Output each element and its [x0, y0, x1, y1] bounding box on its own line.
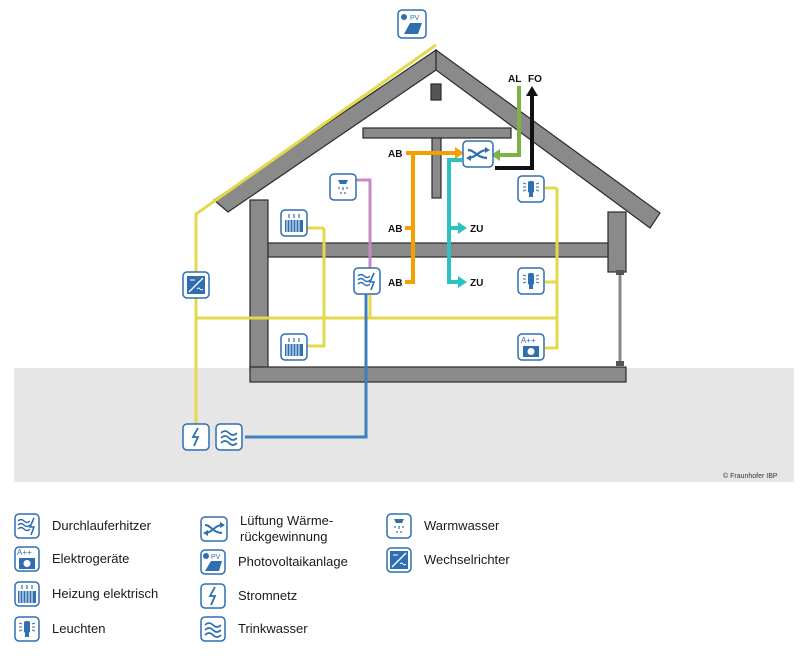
wechselrichter-icon: [386, 547, 412, 573]
house-structure: [213, 48, 661, 383]
leuchten-icon-lower: [517, 267, 545, 295]
durchlauferhitzer-icon: [14, 513, 40, 539]
legend-label: Stromnetz: [238, 588, 298, 603]
exhaust-arrow: [455, 147, 464, 159]
lueftung-icon: [462, 140, 494, 168]
heizung-icon-lower: [280, 333, 308, 361]
leuchten-icon-upper: [517, 175, 545, 203]
pv-text: PV: [211, 554, 221, 561]
outdoor-air-arrow: [491, 149, 500, 161]
supply-arrow-lower: [458, 276, 467, 288]
legend-label: Elektrogeräte: [52, 551, 130, 566]
legend-item-heizung: Heizung elektrisch: [14, 580, 158, 608]
legend-item-trinkwasser: Trinkwasser: [200, 615, 308, 643]
legend-item-leuchten: Leuchten: [14, 615, 106, 643]
stromnetz-icon: [200, 583, 226, 609]
label-zu-lower: ZU: [470, 278, 483, 289]
outgoing-air-line: [495, 96, 534, 170]
elektrogeraete-icon: A++: [14, 546, 40, 572]
photovoltaik-icon: PV: [397, 9, 427, 39]
label-ab-lower: AB: [388, 278, 402, 289]
exhaust-air-lines: [405, 151, 455, 284]
stromnetz-icon: [182, 423, 210, 451]
label-ab-attic: AB: [388, 149, 402, 160]
durchlauferhitzer-icon: [353, 267, 381, 295]
legend-item-durchlauferhitzer: Durchlauferhitzer: [14, 512, 151, 540]
elektrogeraete-icon: A++: [517, 333, 545, 361]
heizung-icon-upper: [280, 209, 308, 237]
legend-item-warmwasser: Warmwasser: [386, 512, 499, 540]
legend-item-stromnetz: Stromnetz: [200, 582, 297, 610]
legend-item-elektrogeraete: A++ Elektrogeräte: [14, 545, 129, 573]
legend-label: Leuchten: [52, 621, 106, 636]
house-energy-diagram: © Fraunhofer IBP: [14, 9, 794, 482]
legend: Durchlauferhitzer A++ Elektrogeräte Heiz…: [0, 500, 800, 656]
hot-water-line: [356, 178, 372, 268]
legend-label: Photovoltaikanlage: [238, 554, 348, 569]
electric-lines: [194, 43, 559, 428]
ground: [14, 368, 794, 482]
legend-item-wechselrichter: Wechselrichter: [386, 546, 510, 574]
legend-label: Durchlauferhitzer: [52, 518, 151, 533]
heizung-icon: [14, 581, 40, 607]
copyright: © Fraunhofer IBP: [723, 472, 778, 480]
photovoltaik-icon: PV: [200, 549, 226, 575]
label-zu-upper: ZU: [470, 224, 483, 235]
warmwasser-icon: [386, 513, 412, 539]
appliance-text: A++: [521, 336, 536, 345]
supply-air-lines: [447, 158, 462, 284]
label-fo: FO: [528, 74, 542, 85]
legend-label: Wechselrichter: [424, 552, 510, 567]
trinkwasser-icon: [200, 616, 226, 642]
legend-item-lueftung: Lüftung Wärme- rückgewinnung: [200, 512, 333, 546]
legend-label: Heizung elektrisch: [52, 586, 159, 601]
lueftung-icon: [200, 516, 228, 542]
legend-item-photovoltaik: PV Photovoltaikanlage: [200, 548, 348, 576]
supply-arrow-upper: [458, 222, 467, 234]
warmwasser-icon: [329, 173, 357, 201]
pv-text: PV: [410, 15, 420, 22]
trinkwasser-icon: [215, 423, 243, 451]
legend-label: Warmwasser: [424, 518, 500, 533]
drinking-water-line: [245, 290, 368, 439]
legend-label: Trinkwasser: [238, 621, 308, 636]
leuchten-icon: [14, 616, 40, 642]
wechselrichter-icon: [182, 271, 210, 299]
outgoing-air-arrow: [526, 86, 538, 96]
outdoor-air-line: [498, 86, 521, 157]
label-ab-upper: AB: [388, 224, 402, 235]
appliance-text: A++: [17, 548, 32, 557]
legend-label: Lüftung Wärme- rückgewinnung: [240, 513, 334, 544]
label-al: AL: [508, 74, 521, 85]
